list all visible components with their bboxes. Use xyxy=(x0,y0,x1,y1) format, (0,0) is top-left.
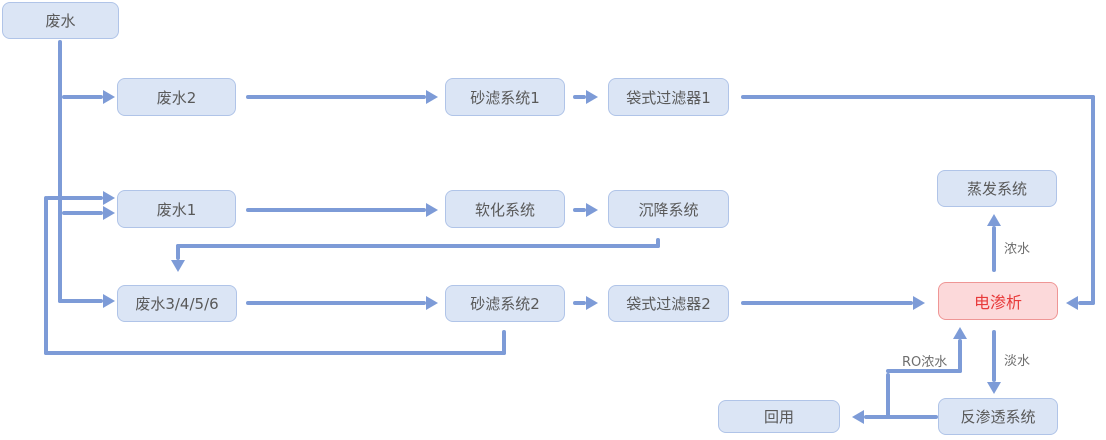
node-wastewater[interactable]: 废水 xyxy=(2,2,119,39)
arrowhead-to-reverse-osmosis xyxy=(987,382,1001,394)
connector-right-vertical xyxy=(1091,95,1095,305)
arrowhead-to-sand2 xyxy=(426,296,438,310)
connector-right-into-electrodialysis xyxy=(1078,301,1095,305)
node-evaporation-system[interactable]: 蒸发系统 xyxy=(937,170,1057,207)
node-reverse-osmosis-system[interactable]: 反渗透系统 xyxy=(938,398,1058,435)
connector-return-drop xyxy=(176,244,180,260)
node-sand-filter-2[interactable]: 砂滤系统2 xyxy=(445,285,565,322)
connector-recycle-bottom xyxy=(44,351,506,355)
arrowhead-ro-into-electrodialysis xyxy=(953,327,967,339)
arrowhead-to-bag1 xyxy=(586,90,598,104)
connector-sedimentation-stub xyxy=(656,238,660,248)
node-bag-filter-1[interactable]: 袋式过滤器1 xyxy=(608,78,729,116)
node-wastewater1[interactable]: 废水1 xyxy=(117,190,236,228)
connector-softening-sedimentation xyxy=(573,208,586,212)
arrowhead-into-electrodialysis-left xyxy=(913,296,925,310)
connector-wastewater1-softening xyxy=(246,208,426,212)
node-reuse[interactable]: 回用 xyxy=(718,400,840,433)
connector-ro-return-drop xyxy=(886,373,890,419)
node-wastewater3456[interactable]: 废水3/4/5/6 xyxy=(117,285,237,322)
edge-label-concentrate: 浓水 xyxy=(1004,242,1031,257)
arrowhead-to-wastewater1-lower xyxy=(103,206,115,220)
node-sedimentation-system[interactable]: 沉降系统 xyxy=(608,190,729,228)
connector-sand1-bag1 xyxy=(573,95,586,99)
node-wastewater2[interactable]: 废水2 xyxy=(117,78,236,116)
arrowhead-to-bag2 xyxy=(586,296,598,310)
arrowhead-to-wastewater3456 xyxy=(103,294,115,308)
connector-trunk-vertical xyxy=(58,40,62,303)
connector-trunk-to-wastewater2 xyxy=(62,95,103,99)
connector-recycle-left-vertical xyxy=(44,196,48,355)
node-bag-filter-2[interactable]: 袋式过滤器2 xyxy=(608,285,729,322)
connector-concentrate xyxy=(992,226,996,272)
connector-ro-return-rise xyxy=(958,339,962,373)
arrowhead-to-wastewater2 xyxy=(103,90,115,104)
arrowhead-to-softening xyxy=(426,203,438,217)
connector-bag1-right-horizontal xyxy=(741,95,1095,99)
node-softening-system[interactable]: 软化系统 xyxy=(445,190,565,228)
node-electrodialysis[interactable]: 电渗析 xyxy=(938,282,1058,320)
arrowhead-to-sand1 xyxy=(426,90,438,104)
connector-ro-reuse xyxy=(864,415,938,419)
edge-label-ro-concentrate: RO浓水 xyxy=(902,355,948,370)
connector-bag2-electrodialysis xyxy=(741,301,913,305)
arrowhead-to-wastewater1-upper xyxy=(103,191,115,205)
arrowhead-to-reuse xyxy=(852,410,864,424)
connector-trunk-to-wastewater3456 xyxy=(58,299,103,303)
arrowhead-down-to-wastewater3456 xyxy=(171,260,185,272)
connector-ro-return-horizontal xyxy=(886,369,962,373)
connector-trunk-to-wastewater1 xyxy=(62,211,103,215)
arrowhead-to-sedimentation xyxy=(586,203,598,217)
connector-sedimentation-return xyxy=(176,244,660,248)
arrowhead-to-evaporation xyxy=(987,214,1001,226)
node-sand-filter-1[interactable]: 砂滤系统1 xyxy=(445,78,565,116)
connector-fresh-water xyxy=(992,330,996,382)
arrowhead-into-electrodialysis-right xyxy=(1066,296,1078,310)
edge-label-fresh-water: 淡水 xyxy=(1004,354,1031,369)
connector-wastewater3456-sand2 xyxy=(246,301,426,305)
connector-wastewater2-sand1 xyxy=(246,95,426,99)
connector-recycle-top xyxy=(46,196,103,200)
connector-recycle-sand2-stub xyxy=(502,330,506,355)
connector-sand2-bag2 xyxy=(573,301,586,305)
